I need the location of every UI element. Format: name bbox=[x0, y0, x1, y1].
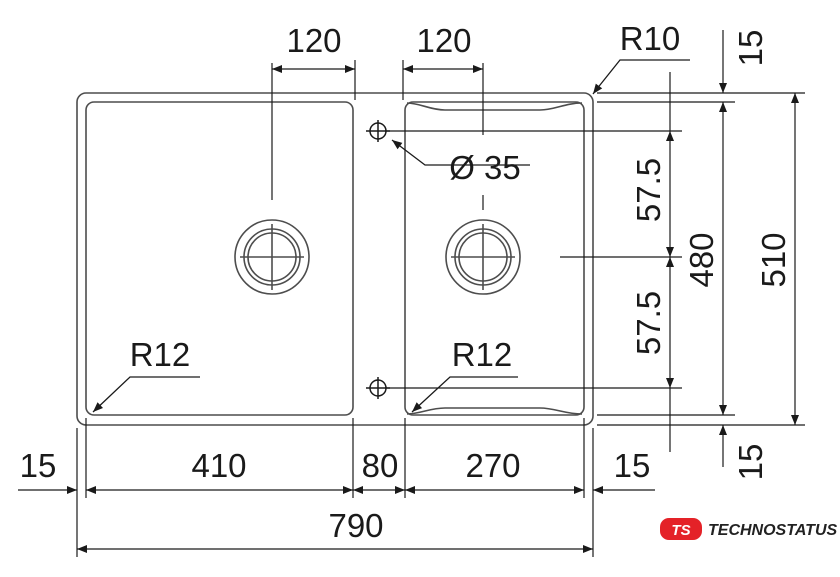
right-bowl-bottom-recess bbox=[406, 407, 583, 415]
right-corner-radius-label: R12 bbox=[452, 336, 513, 373]
left-bowl bbox=[85, 101, 354, 416]
top-left-offset-label: 120 bbox=[286, 22, 341, 59]
r10-leader bbox=[595, 59, 690, 91]
bottom-spacing-label: 57.5 bbox=[630, 291, 667, 355]
corner-radius-r10-label: R10 bbox=[620, 20, 681, 57]
logo-mark-icon bbox=[660, 518, 702, 540]
right-bowl bbox=[404, 101, 585, 416]
sink-outer-rim bbox=[76, 92, 594, 426]
right-r12-leader bbox=[411, 376, 518, 413]
top-margin-label: 15 bbox=[732, 30, 769, 67]
right-bowl-width-label: 270 bbox=[465, 447, 520, 484]
right-margin-label: 15 bbox=[614, 447, 651, 484]
bottom-margin-label: 15 bbox=[732, 444, 769, 481]
left-bowl-width-label: 410 bbox=[191, 447, 246, 484]
total-width-label: 790 bbox=[328, 507, 383, 544]
hole-diameter-leader bbox=[391, 139, 530, 166]
inner-height-label: 480 bbox=[683, 232, 720, 287]
left-margin-label: 15 bbox=[20, 447, 57, 484]
left-drain bbox=[234, 219, 310, 295]
outer-height-label: 510 bbox=[755, 232, 792, 287]
left-corner-radius-label: R12 bbox=[130, 336, 191, 373]
left-r12-leader bbox=[92, 376, 200, 413]
logo-text: TECHNOSTATUS bbox=[708, 522, 838, 539]
logo-mark-text: TS bbox=[671, 522, 690, 539]
hole-diameter-label: Ø 35 bbox=[449, 149, 521, 186]
top-spacing-label: 57.5 bbox=[630, 158, 667, 222]
sink-outline bbox=[76, 92, 594, 426]
technostatus-logo: TS TECHNOSTATUS bbox=[660, 518, 838, 540]
right-drain bbox=[445, 219, 521, 295]
right-bowl-top-recess bbox=[406, 102, 583, 111]
divider-width-label: 80 bbox=[362, 447, 399, 484]
top-right-offset-label: 120 bbox=[416, 22, 471, 59]
